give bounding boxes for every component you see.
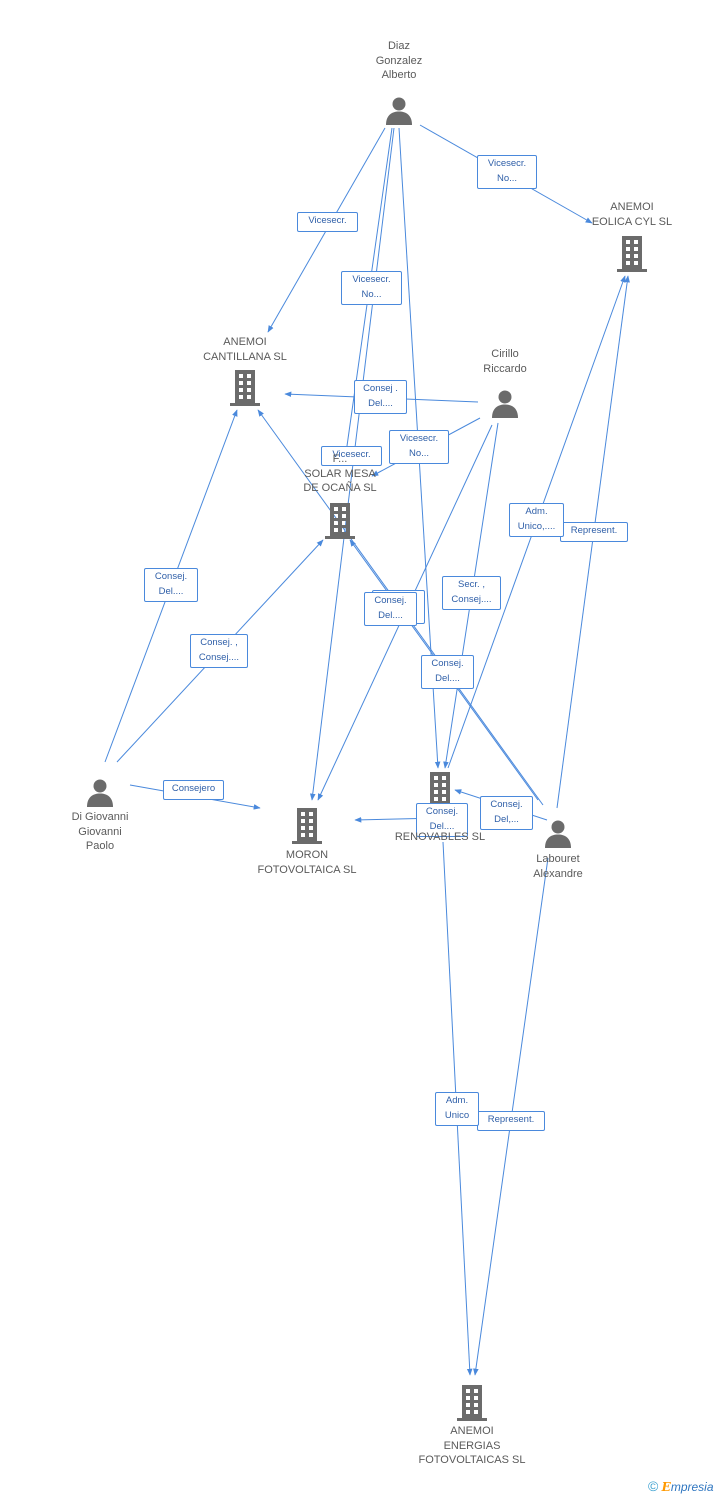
node-label-anemoi_cantillana[interactable]: ANEMOI CANTILLANA SL <box>203 336 287 363</box>
node-label-solar_mesa[interactable]: F... SOLAR MESA DE OCAÑA SL <box>303 453 377 494</box>
edge-labouret-to-anemoi_eolica <box>556 275 630 809</box>
edges-layer <box>104 124 630 1376</box>
edge-label-cirillo-to-anemoi_cantillana[interactable]: Consej . Del.... <box>354 380 407 414</box>
node-label-renovables[interactable]: RENOVABLES SL <box>394 831 486 843</box>
brand-rest: mpresia <box>670 1480 714 1494</box>
person-icon-cirillo[interactable] <box>492 390 518 419</box>
person-icon-diaz[interactable] <box>386 97 412 126</box>
person-icon-labouret[interactable] <box>545 820 571 849</box>
edge-label-di_giovanni-to-anemoi_cantillana[interactable]: Consej. Del.... <box>144 568 198 602</box>
building-icon-anemoi_energias[interactable] <box>457 1385 487 1421</box>
edge-label-labouret-to-anemoi_eolica[interactable]: Represent. <box>560 522 628 542</box>
node-label-labouret[interactable]: Labouret Alexandre <box>533 853 583 880</box>
edge-label-diaz-to-anemoi_eolica[interactable]: Vicesecr. No... <box>477 155 537 189</box>
node-label-anemoi_eolica[interactable]: ANEMOI EOLICA CYL SL <box>591 201 673 228</box>
edge-label-labouret-to-anemoi_cantillana[interactable]: Consej. Del.... <box>421 655 474 689</box>
brand-initial: E <box>661 1480 671 1494</box>
edge-label-di_giovanni-to-solar_mesa[interactable]: Consej. , Consej.... <box>190 634 248 668</box>
edge-label-labouret-to-anemoi_energias[interactable]: Represent. <box>477 1111 545 1131</box>
building-icon-anemoi_cantillana[interactable] <box>230 370 260 406</box>
edge-label-renovables-to-moron[interactable]: Consej. Del.... <box>416 803 468 837</box>
node-label-di_giovanni[interactable]: Di Giovanni Giovanni Paolo <box>71 811 129 852</box>
person-icon-di_giovanni[interactable] <box>87 779 113 808</box>
edge-label-renovables-to-anemoi_eolica[interactable]: Adm. Unico,.... <box>509 503 564 537</box>
node-label-anemoi_energias[interactable]: ANEMOI ENERGIAS FOTOVOLTAICAS SL <box>418 1425 526 1466</box>
edge-label-labouret-to-renovables[interactable]: Consej. Del,... <box>480 796 533 830</box>
edge-label-di_giovanni-to-moron[interactable]: Consejero <box>163 780 224 800</box>
node-label-moron[interactable]: MORON FOTOVOLTAICA SL <box>257 849 357 876</box>
node-label-diaz[interactable]: Diaz Gonzalez Alberto <box>375 40 423 81</box>
node-label-cirillo[interactable]: Cirillo Riccardo <box>483 348 527 375</box>
edge-label-diaz-to-solar_mesa[interactable]: Vicesecr. No... <box>341 271 402 305</box>
edge-label-labouret-to-solar_mesa[interactable]: Consej. Del.... <box>364 592 417 626</box>
building-icon-anemoi_eolica[interactable] <box>617 236 647 272</box>
edge-label-cirillo-to-renovables[interactable]: Secr. , Consej.... <box>442 576 501 610</box>
edge-label-cirillo-to-solar_mesa[interactable]: Vicesecr. No... <box>389 430 449 464</box>
edge-label-diaz-to-anemoi_cantillana[interactable]: Vicesecr. <box>297 212 358 232</box>
edge-label-diaz-to-moron[interactable]: Vicesecr. <box>321 446 382 466</box>
building-icon-moron[interactable] <box>292 808 322 844</box>
copyright-symbol: © <box>648 1478 659 1494</box>
empresia-watermark[interactable]: © Empresia <box>648 1478 714 1494</box>
edge-label-renovables-to-anemoi_energias[interactable]: Adm. Unico <box>435 1092 479 1126</box>
